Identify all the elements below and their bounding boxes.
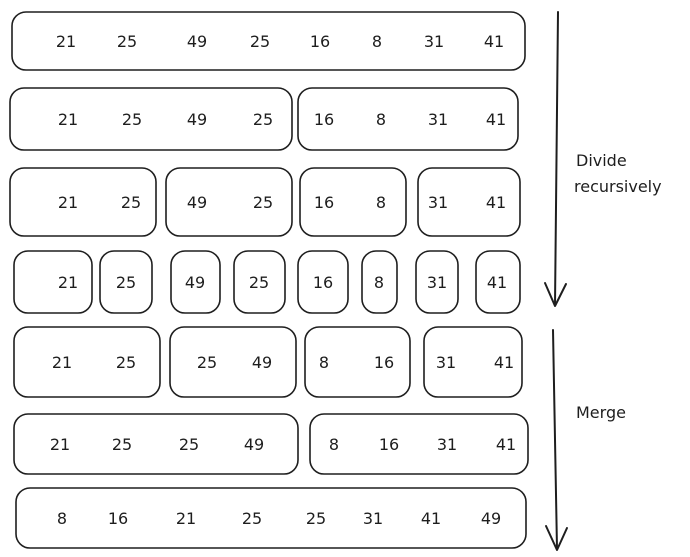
array-value: 41 xyxy=(496,435,516,454)
array-value: 49 xyxy=(252,353,272,372)
array-value: 21 xyxy=(50,435,70,454)
subarray-box xyxy=(165,167,293,237)
array-value: 21 xyxy=(52,353,72,372)
array-value: 31 xyxy=(436,353,456,372)
subarray-box xyxy=(361,250,398,314)
subarray-box xyxy=(13,413,299,475)
array-value: 49 xyxy=(185,273,205,292)
row-6: 21 25 25 49 8 16 31 41 xyxy=(13,413,529,475)
array-value: 25 xyxy=(179,435,199,454)
array-value: 41 xyxy=(487,273,507,292)
array-value: 49 xyxy=(481,509,501,528)
array-value: 41 xyxy=(421,509,441,528)
subarray-box xyxy=(233,250,286,314)
subarray-box xyxy=(475,250,521,314)
array-value: 21 xyxy=(176,509,196,528)
row-4: 21 25 49 25 16 8 31 41 xyxy=(13,250,521,314)
array-value: 25 xyxy=(117,32,137,51)
subarray-box xyxy=(304,326,411,398)
array-value: 21 xyxy=(58,273,78,292)
subarray-box xyxy=(13,250,93,314)
subarray-box xyxy=(299,167,407,237)
array-value: 8 xyxy=(319,353,329,372)
array-value: 8 xyxy=(329,435,339,454)
array-value: 25 xyxy=(249,273,269,292)
array-value: 8 xyxy=(376,193,386,212)
rows-layer: 21 25 49 25 16 8 31 41 21 25 49 25 16 8 31 41 21 25 49 25 16… xyxy=(9,11,529,549)
array-value: 41 xyxy=(486,193,506,212)
array-value: 41 xyxy=(484,32,504,51)
subarray-box xyxy=(309,413,529,475)
divide-label-line-2: recursively xyxy=(574,177,662,196)
array-value: 16 xyxy=(314,110,334,129)
subarray-box xyxy=(15,487,527,549)
row-7: 8 16 21 25 25 31 41 49 xyxy=(15,487,527,549)
array-value: 8 xyxy=(372,32,382,51)
subarray-box xyxy=(415,250,459,314)
array-value: 21 xyxy=(58,193,78,212)
array-value: 21 xyxy=(56,32,76,51)
array-value: 41 xyxy=(494,353,514,372)
subarray-box xyxy=(169,326,297,398)
array-value: 25 xyxy=(112,435,132,454)
array-value: 25 xyxy=(116,273,136,292)
divide-arrow xyxy=(544,11,567,307)
subarray-box xyxy=(11,11,526,71)
array-value: 25 xyxy=(242,509,262,528)
array-value: 49 xyxy=(187,32,207,51)
array-value: 25 xyxy=(197,353,217,372)
array-value: 49 xyxy=(187,193,207,212)
subarray-box xyxy=(99,250,153,314)
array-value: 8 xyxy=(57,509,67,528)
array-value: 25 xyxy=(306,509,326,528)
subarray-box xyxy=(417,167,521,237)
array-value: 16 xyxy=(314,193,334,212)
array-value: 25 xyxy=(122,110,142,129)
merge-arrow xyxy=(545,329,568,551)
subarray-box xyxy=(170,250,221,314)
array-value: 25 xyxy=(116,353,136,372)
row-5: 21 25 25 49 8 16 31 41 xyxy=(13,326,523,398)
array-value: 49 xyxy=(244,435,264,454)
divide-label-line-1: Divide xyxy=(576,151,627,170)
row-1: 21 25 49 25 16 8 31 41 xyxy=(11,11,526,71)
array-value: 31 xyxy=(424,32,444,51)
subarray-box xyxy=(13,326,161,398)
row-3: 21 25 49 25 16 8 31 41 xyxy=(9,167,521,237)
array-value: 8 xyxy=(374,273,384,292)
subarray-box xyxy=(297,87,519,151)
array-value: 25 xyxy=(121,193,141,212)
array-value: 8 xyxy=(376,110,386,129)
array-value: 25 xyxy=(253,193,273,212)
array-value: 49 xyxy=(187,110,207,129)
array-value: 41 xyxy=(486,110,506,129)
array-value: 25 xyxy=(250,32,270,51)
row-2: 21 25 49 25 16 8 31 41 xyxy=(9,87,519,151)
array-value: 31 xyxy=(428,193,448,212)
subarray-box xyxy=(9,87,293,151)
array-value: 16 xyxy=(374,353,394,372)
array-value: 31 xyxy=(363,509,383,528)
subarray-box xyxy=(423,326,523,398)
array-value: 25 xyxy=(253,110,273,129)
array-value: 16 xyxy=(379,435,399,454)
array-value: 21 xyxy=(58,110,78,129)
array-value: 16 xyxy=(108,509,128,528)
array-value: 31 xyxy=(427,273,447,292)
merge-label: Merge xyxy=(576,403,626,422)
array-value: 31 xyxy=(428,110,448,129)
array-value: 31 xyxy=(437,435,457,454)
subarray-box xyxy=(9,167,157,237)
subarray-box xyxy=(297,250,349,314)
array-value: 16 xyxy=(310,32,330,51)
array-value: 16 xyxy=(313,273,333,292)
